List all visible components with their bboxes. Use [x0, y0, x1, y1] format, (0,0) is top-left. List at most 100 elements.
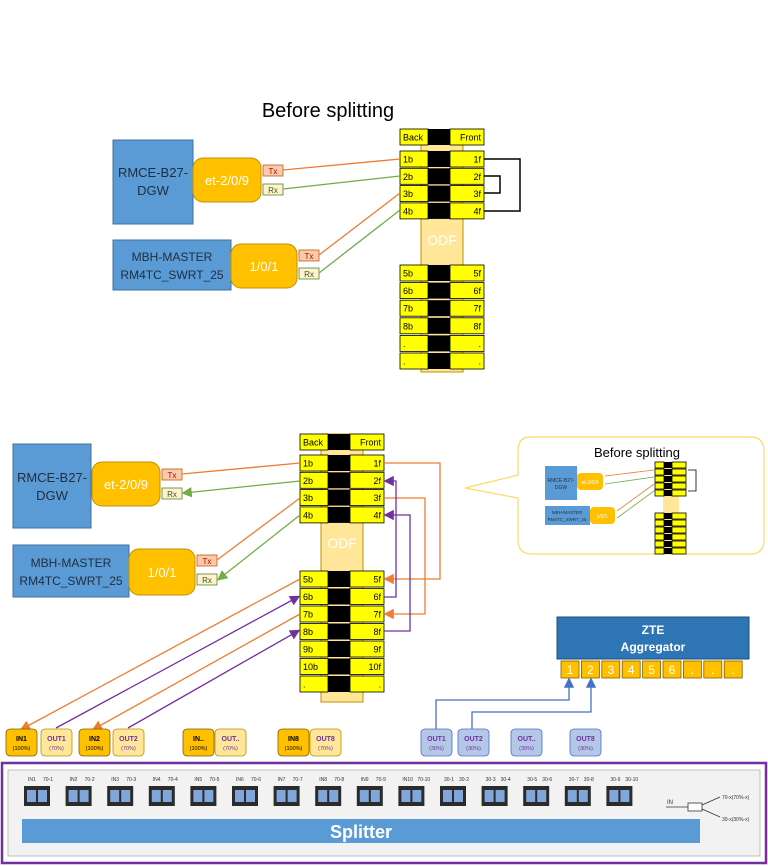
zte-port: 2 [581, 660, 600, 679]
adapter-port [609, 790, 619, 802]
odf-front-label: . [478, 357, 481, 367]
fiber-7b-to-in2 [91, 613, 301, 731]
splitter-adapter [398, 786, 425, 806]
port-et209 [91, 461, 161, 507]
odf-divider [428, 151, 450, 167]
port-box-in: IN..(100%) [182, 728, 215, 757]
odf-front-label: 3f [373, 493, 381, 503]
odf-back-label: 8b [403, 321, 413, 331]
odf-divider [428, 265, 450, 281]
odf-back-label: 6b [303, 592, 313, 602]
odf-front-label: Front [360, 438, 382, 448]
port-box-out30: OUT8(30%) [569, 728, 602, 757]
odf-front-label: 5f [373, 575, 381, 585]
zte-port-box [621, 660, 641, 679]
mini-device-label-1: RMCE-B27- [548, 478, 575, 484]
port-box-percent: (30%) [578, 746, 593, 752]
odf-front-label: 7f [473, 304, 481, 314]
odf-divider [664, 483, 672, 489]
inset-30-label: 30-x(30%-x) [722, 817, 750, 823]
port-box-name: IN.. [193, 736, 204, 743]
odf-row [654, 526, 687, 534]
top-title: Before splitting [262, 100, 394, 122]
device-mbh-label-2: RM4TC_SWRT_25 [120, 268, 223, 282]
zte-port: 1 [560, 660, 580, 679]
splitter-adapter [564, 786, 591, 806]
fiber-tx [216, 497, 301, 561]
adapter-port [121, 790, 131, 802]
callout-bubble [464, 436, 765, 555]
port-box-in: IN8(100%) [277, 728, 310, 757]
bottom-diagram: RMCE-B27- DGW et-2/0/9 Tx Rx MBH-MASTER … [0, 433, 768, 865]
tx-tag [298, 249, 320, 262]
port-box-name: IN2 [89, 736, 100, 743]
port-box-name: IN1 [16, 736, 27, 743]
adapter-port [38, 790, 47, 802]
port-box-name: OUT2 [119, 736, 138, 743]
port-box-name: OUT.. [222, 736, 240, 743]
fiber-tx [181, 462, 301, 475]
fiber-3f-to-7f [383, 497, 426, 620]
odf-front-port [449, 352, 485, 370]
splitter-inset-schematic: IN 70-x(70%-x) 30-x(30%-x) [666, 795, 750, 823]
odf-back-label: 3b [403, 189, 413, 199]
adapter-port [193, 790, 203, 802]
zte-port-label: . [732, 663, 735, 677]
rx-tag-label: Rx [304, 270, 314, 279]
odf-label: ODF [327, 535, 357, 551]
splitter-frame [0, 761, 768, 865]
odf-front-label: 8f [373, 627, 381, 637]
rx-tag [262, 183, 284, 196]
port-box-rect [569, 728, 602, 757]
odf-front-label: 10f [368, 662, 381, 672]
adapter-port [412, 790, 422, 802]
odf-divider [664, 513, 672, 519]
zte-label-1: ZTE [642, 623, 665, 637]
adapter-port [68, 790, 78, 802]
adapter-port [537, 790, 547, 802]
tx-tag-label: Tx [203, 557, 212, 566]
odf-row [654, 519, 687, 527]
callout-mini-diagram: RMCE-B27- DGW et-2/0/9 MBH-MASTER RM4TC_… [545, 461, 697, 555]
odf-back-label: 2b [303, 476, 313, 486]
mini-device-label-1: MBH-MASTER [552, 510, 583, 515]
odf-back-label: 4b [403, 206, 413, 216]
odf-front-port [671, 547, 687, 555]
splitter-adapter [606, 786, 633, 806]
port-box-percent: (30%) [429, 746, 444, 752]
mini-port [577, 473, 603, 490]
odf-back-label: 5b [403, 269, 413, 279]
fiber-rx [181, 480, 301, 498]
odf-back-label: . [403, 357, 406, 367]
adapter-port [27, 790, 36, 802]
splitter-adapter [107, 786, 134, 806]
port-box-rect [277, 728, 310, 757]
adapter-port [484, 790, 494, 802]
splitter-bar [22, 819, 700, 843]
loop-2f-3f [484, 175, 501, 194]
splitter-adapter [65, 786, 92, 806]
odf-front-port [671, 512, 687, 520]
odf-row [654, 489, 687, 497]
adapter-port [620, 790, 630, 802]
port-box-out: OUT1(70%) [40, 728, 73, 757]
odf-back-label: 9b [303, 645, 313, 655]
zte-port-box [683, 660, 702, 679]
adapter-port [443, 790, 452, 802]
odf-row: .. [399, 334, 485, 352]
fiber-out2-to-8b [127, 629, 301, 729]
splitter-port-label: 70-5 [209, 777, 219, 783]
odf-row [654, 468, 687, 476]
